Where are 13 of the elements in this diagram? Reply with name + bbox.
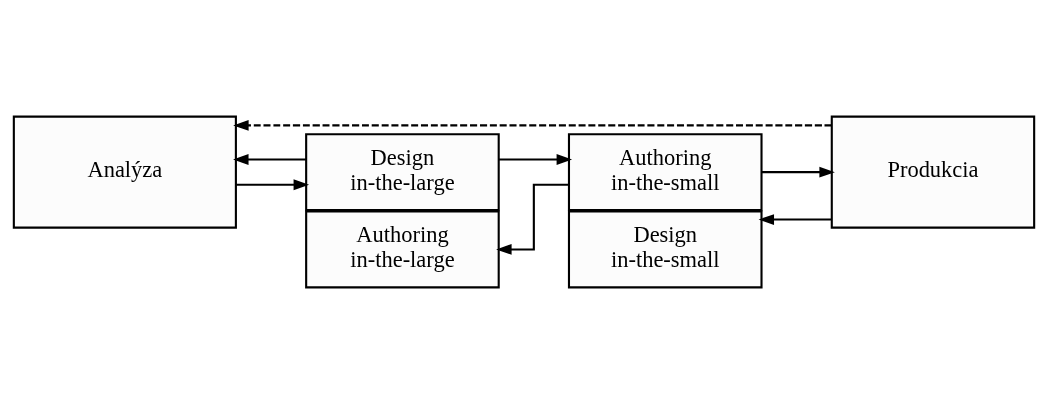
arrow: [496, 183, 569, 255]
node-box: Produkcia: [830, 115, 1036, 229]
node-box: Design in-the-small: [567, 210, 763, 289]
node-box: Design in-the-large: [305, 133, 500, 212]
arrow: [233, 120, 832, 131]
arrow: [761, 166, 835, 178]
arrow: [758, 214, 832, 225]
arrow: [233, 154, 307, 165]
arrow: [236, 179, 310, 191]
node-box: Analýza: [12, 115, 237, 229]
node-box: Authoring in-the-small: [567, 133, 763, 212]
node-box: Authoring in-the-large: [305, 210, 500, 289]
arrow: [498, 154, 573, 165]
